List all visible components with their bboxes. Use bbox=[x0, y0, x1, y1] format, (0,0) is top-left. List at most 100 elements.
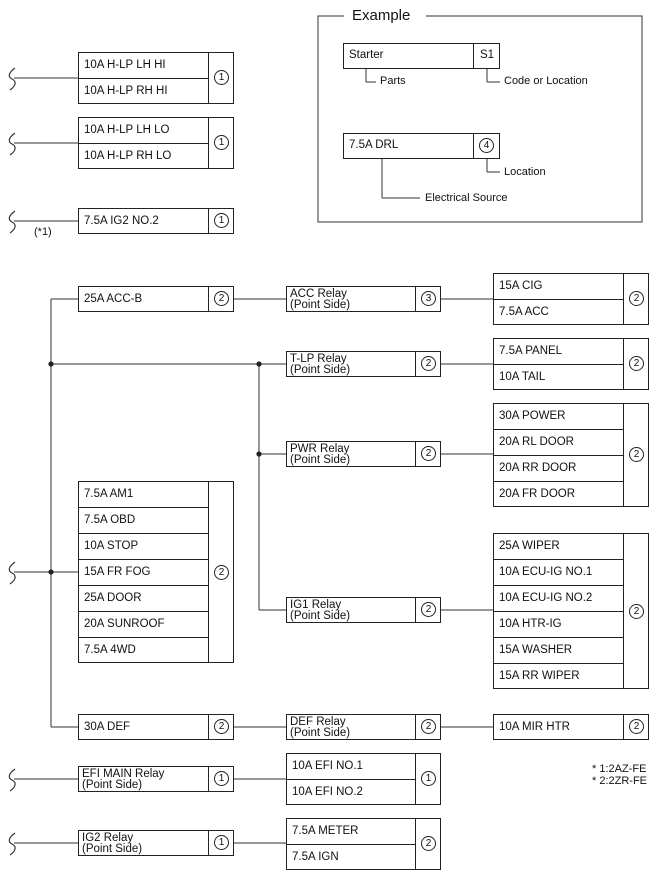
relay-name: DEF Relay bbox=[290, 716, 346, 728]
fuse-label: 10A HTR-IG bbox=[499, 618, 562, 630]
example-location-badge: 4 bbox=[479, 138, 494, 153]
fuse-label: 15A CIG bbox=[499, 280, 543, 292]
ig2-output-group: 7.5A METER 7.5A IGN 2 bbox=[286, 818, 441, 870]
location-badge: 1 bbox=[214, 213, 229, 228]
location-badge: 1 bbox=[214, 135, 229, 150]
fuse-label: 10A EFI NO.1 bbox=[292, 760, 363, 772]
fuse-label: 15A RR WIPER bbox=[499, 670, 580, 682]
fuse-label: 10A ECU-IG NO.1 bbox=[499, 566, 593, 578]
def-box: 30A DEF 2 bbox=[78, 714, 234, 740]
location-badge: 2 bbox=[214, 291, 229, 306]
fuse-label: 10A H-LP RH LO bbox=[84, 150, 172, 162]
fuse-label: 20A SUNROOF bbox=[84, 618, 165, 630]
fuse-label: 7.5A IG2 NO.2 bbox=[84, 215, 159, 227]
relay-side: (Point Side) bbox=[290, 454, 351, 466]
location-badge: 2 bbox=[421, 719, 436, 734]
example-source-box: 7.5A DRL 4 bbox=[343, 133, 500, 159]
example-part-box: Starter S1 bbox=[343, 43, 500, 69]
ig1-relay-box: IG1 Relay (Point Side) 2 bbox=[286, 597, 441, 623]
tlp-relay-box: T-LP Relay (Point Side) 2 bbox=[286, 351, 441, 377]
fuse-label: 7.5A PANEL bbox=[499, 345, 563, 357]
example-part-label: Starter bbox=[349, 49, 384, 61]
example-source-label: 7.5A DRL bbox=[349, 139, 399, 151]
location-badge: 2 bbox=[629, 356, 644, 371]
fuse-label: 10A ECU-IG NO.2 bbox=[499, 592, 593, 604]
fuse-label: 10A TAIL bbox=[499, 371, 546, 383]
fuse-label: 30A POWER bbox=[499, 410, 566, 422]
fuse-label: 10A H-LP RH HI bbox=[84, 85, 168, 97]
example-title: Example bbox=[348, 7, 415, 24]
efi-output-group: 10A EFI NO.1 10A EFI NO.2 1 bbox=[286, 753, 441, 805]
efi-relay-box: EFI MAIN Relay (Point Side) 1 bbox=[78, 766, 234, 792]
wave-icons bbox=[8, 67, 16, 856]
fuse-label: 20A FR DOOR bbox=[499, 488, 576, 500]
relay-side: (Point Side) bbox=[82, 779, 143, 791]
relay-name: ACC Relay bbox=[290, 288, 347, 300]
fuse-label: 30A DEF bbox=[84, 721, 131, 733]
location-badge: 2 bbox=[629, 291, 644, 306]
fuse-label: 7.5A 4WD bbox=[84, 644, 136, 656]
fuse-label: 15A WASHER bbox=[499, 644, 573, 656]
fuse-label: 10A EFI NO.2 bbox=[292, 786, 363, 798]
relay-name: IG2 Relay bbox=[82, 832, 134, 844]
location-badge: 2 bbox=[421, 602, 436, 617]
fuse-label: 7.5A METER bbox=[292, 825, 359, 837]
location-badge: 1 bbox=[214, 771, 229, 786]
def-output-box: 10A MIR HTR 2 bbox=[493, 714, 649, 740]
location-badge: 2 bbox=[629, 604, 644, 619]
note-2: * 2:2ZR-FE bbox=[592, 775, 648, 787]
fuse-label: 7.5A OBD bbox=[84, 514, 136, 526]
example-parts-caption: Parts bbox=[380, 75, 406, 87]
pwr-relay-box: PWR Relay (Point Side) 2 bbox=[286, 441, 441, 467]
hlp-lo-group: 10A H-LP LH LO 10A H-LP RH LO 1 bbox=[78, 117, 234, 169]
fuse-label: 7.5A ACC bbox=[499, 306, 549, 318]
relay-side: (Point Side) bbox=[290, 610, 351, 622]
relay-name: IG1 Relay bbox=[290, 599, 342, 611]
location-badge: 2 bbox=[421, 356, 436, 371]
example-code-caption: Code or Location bbox=[504, 75, 588, 87]
fuse-label: 7.5A IGN bbox=[292, 851, 339, 863]
relay-side: (Point Side) bbox=[290, 727, 351, 739]
relay-name: T-LP Relay bbox=[290, 353, 347, 365]
note-1: * 1:2AZ-FE bbox=[592, 763, 647, 775]
location-badge: 2 bbox=[421, 446, 436, 461]
ig2-no2-box: 7.5A IG2 NO.2 1 bbox=[78, 208, 234, 234]
location-badge: 2 bbox=[629, 719, 644, 734]
hlp-hi-group: 10A H-LP LH HI 10A H-LP RH HI 1 bbox=[78, 52, 234, 104]
location-badge: 1 bbox=[214, 70, 229, 85]
pwr-output-group: 30A POWER 20A RL DOOR 20A RR DOOR 20A FR… bbox=[493, 403, 649, 507]
fuse-label: 7.5A AM1 bbox=[84, 488, 134, 500]
example-location-caption: Location bbox=[504, 166, 546, 178]
fuse-label: 25A DOOR bbox=[84, 592, 142, 604]
fuse-label: 10A H-LP LH LO bbox=[84, 124, 170, 136]
fuse-label: 10A MIR HTR bbox=[499, 721, 570, 733]
location-badge: 2 bbox=[421, 836, 436, 851]
fuse-label: 25A WIPER bbox=[499, 540, 560, 552]
fuse-label: 10A STOP bbox=[84, 540, 139, 552]
relay-side: (Point Side) bbox=[290, 299, 351, 311]
relay-side: (Point Side) bbox=[82, 843, 143, 855]
location-badge: 2 bbox=[214, 719, 229, 734]
location-badge: 2 bbox=[629, 447, 644, 462]
fuse-label: 20A RR DOOR bbox=[499, 462, 577, 474]
fuse-label: 15A FR FOG bbox=[84, 566, 151, 578]
ig2-note: (*1) bbox=[34, 226, 52, 238]
acc-output-group: 15A CIG 7.5A ACC 2 bbox=[493, 273, 649, 325]
location-badge: 2 bbox=[214, 565, 229, 580]
relay-side: (Point Side) bbox=[290, 364, 351, 376]
location-badge: 1 bbox=[214, 835, 229, 850]
acc-b-box: 25A ACC-B 2 bbox=[78, 286, 234, 312]
example-source-caption: Electrical Source bbox=[425, 192, 508, 204]
main-fuse-group: 7.5A AM1 7.5A OBD 10A STOP 15A FR FOG 25… bbox=[78, 481, 234, 663]
def-relay-box: DEF Relay (Point Side) 2 bbox=[286, 714, 441, 740]
fuse-label: 25A ACC-B bbox=[84, 293, 143, 305]
ig1-output-group: 25A WIPER 10A ECU-IG NO.1 10A ECU-IG NO.… bbox=[493, 533, 649, 689]
relay-name: EFI MAIN Relay bbox=[82, 768, 165, 780]
relay-name: PWR Relay bbox=[290, 443, 350, 455]
ig2-relay-box: IG2 Relay (Point Side) 1 bbox=[78, 830, 234, 856]
location-badge: 1 bbox=[421, 771, 436, 786]
tlp-output-group: 7.5A PANEL 10A TAIL 2 bbox=[493, 338, 649, 390]
fuse-label: 20A RL DOOR bbox=[499, 436, 574, 448]
